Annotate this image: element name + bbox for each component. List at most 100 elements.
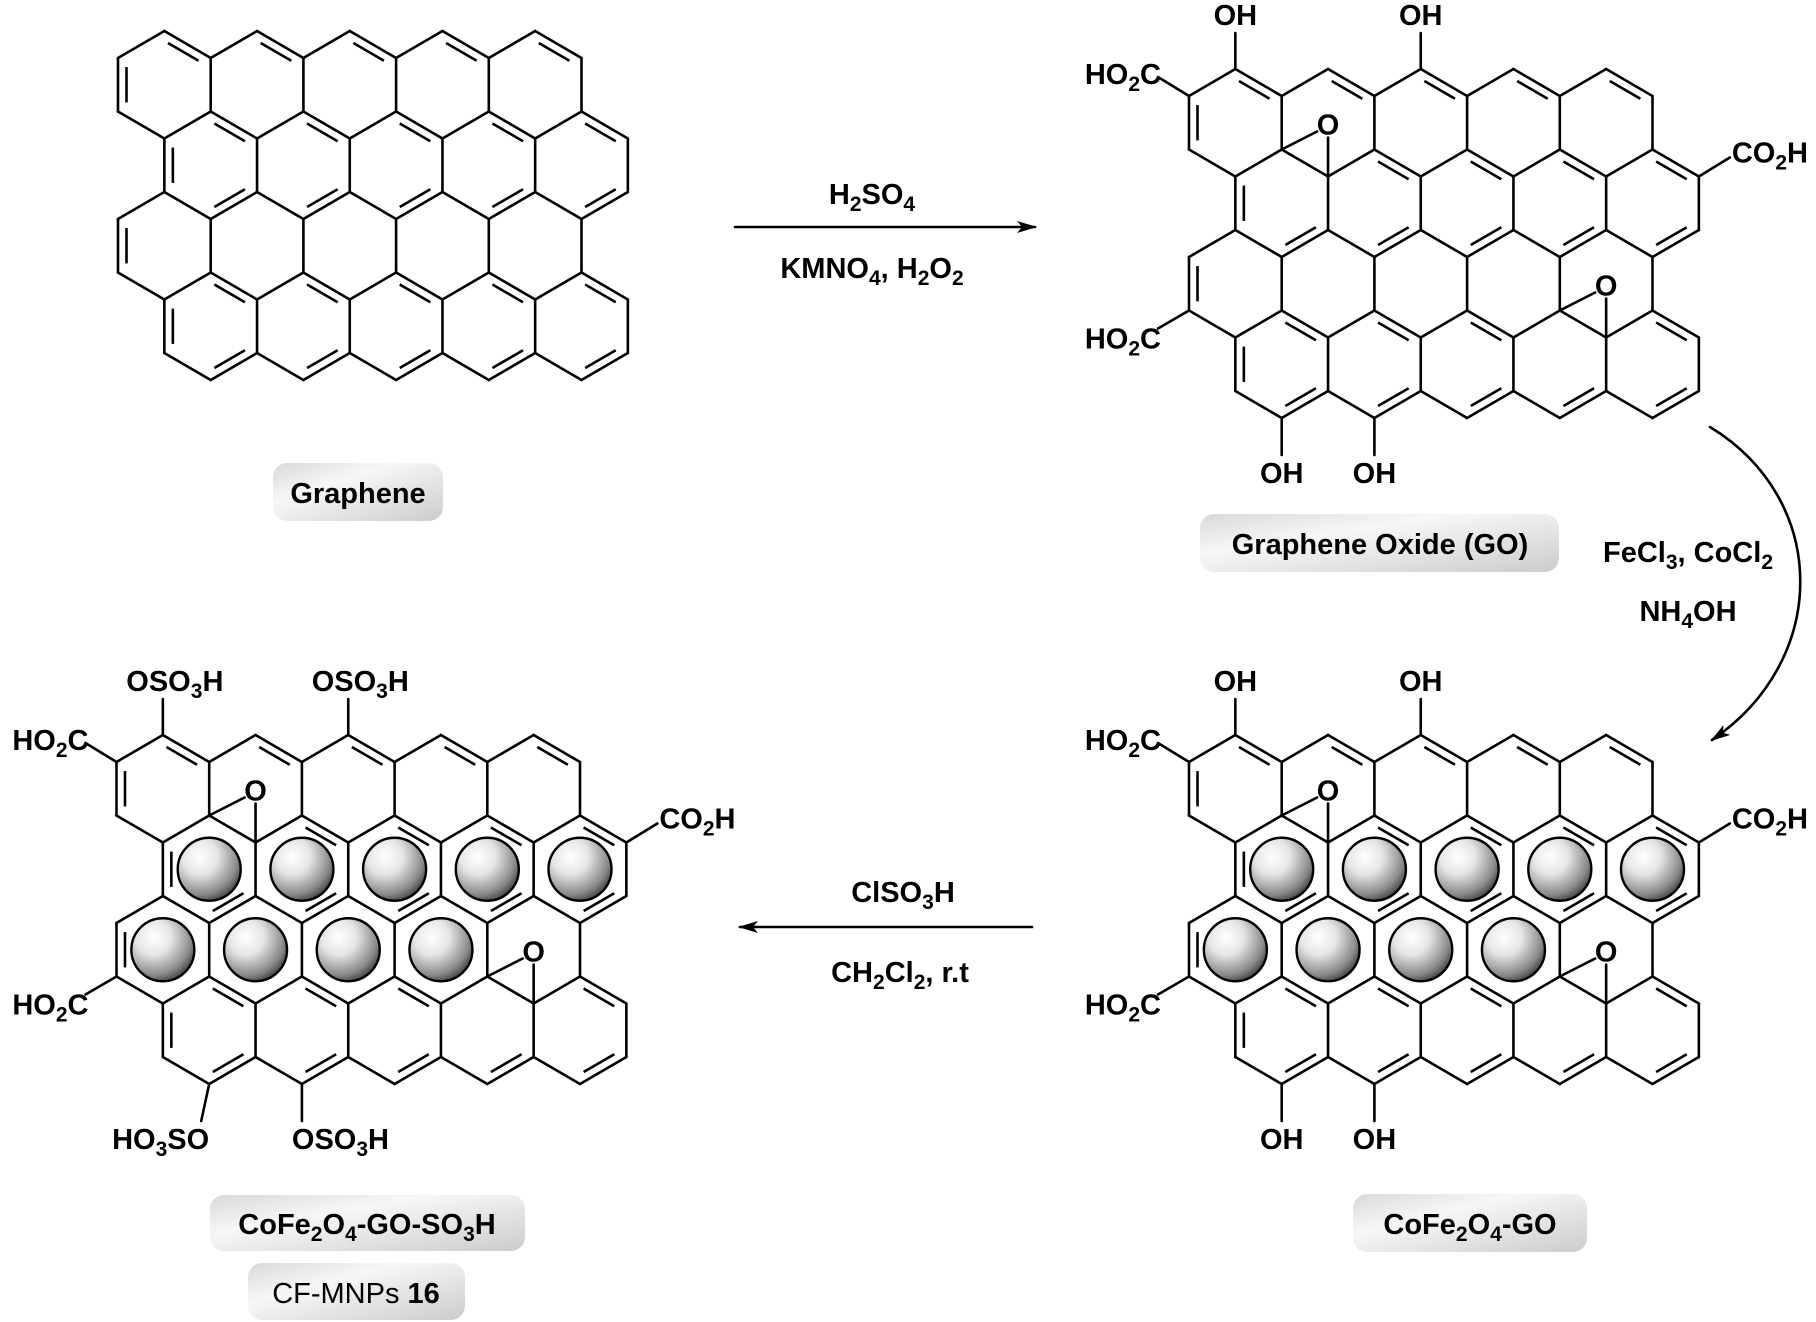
double-bond xyxy=(1238,745,1271,766)
substituent-bond xyxy=(1697,822,1732,844)
substituent-bond xyxy=(625,822,659,844)
bond xyxy=(1512,814,1562,844)
bond xyxy=(1234,67,1283,98)
bond xyxy=(163,29,212,60)
substituent-bond xyxy=(199,1082,211,1123)
double-bond xyxy=(306,122,339,143)
graphene-label-box xyxy=(273,463,443,521)
bond xyxy=(302,351,352,382)
bond xyxy=(346,814,396,844)
cofe2o4-go-so3h-structure: OOOSO3​HOSO3​HHO2​CHO2​CCO2​HHO3​SOOSO3​… xyxy=(12,666,735,1161)
double-bond xyxy=(399,283,431,304)
cofe2o4-nanoparticle xyxy=(222,917,289,983)
double-bond xyxy=(1284,226,1317,247)
bond xyxy=(1373,67,1423,98)
bond xyxy=(161,894,211,925)
cofe2o4-nanoparticle xyxy=(1248,836,1315,902)
double-bond xyxy=(1562,387,1595,408)
double-bond xyxy=(399,349,431,370)
double-bond xyxy=(1470,987,1502,1008)
bond xyxy=(348,351,398,382)
bond xyxy=(1280,309,1330,339)
double-bond xyxy=(397,892,430,913)
bond xyxy=(1234,814,1283,844)
cofe2o4-go-so3h-label-box xyxy=(210,1195,525,1251)
double-bond xyxy=(1377,321,1410,342)
bond xyxy=(1512,389,1562,420)
double-bond xyxy=(582,987,615,1008)
cofe2o4-nanoparticle xyxy=(1480,917,1547,983)
bond xyxy=(1651,228,1701,259)
bond xyxy=(532,975,582,1005)
double-bond xyxy=(260,41,292,62)
bond xyxy=(1326,67,1376,98)
bond xyxy=(255,110,305,140)
double-bond xyxy=(538,41,571,62)
double-bond xyxy=(490,826,523,847)
bond xyxy=(1187,814,1237,844)
bond xyxy=(1604,1055,1654,1086)
double-bond xyxy=(1655,321,1688,342)
bond xyxy=(346,733,396,764)
bond xyxy=(1373,1055,1423,1086)
substituent-bond xyxy=(485,957,524,978)
bond xyxy=(1373,309,1423,339)
bond xyxy=(1512,733,1562,764)
bond xyxy=(439,814,489,844)
bond xyxy=(161,1055,211,1086)
bond xyxy=(348,190,398,221)
bond xyxy=(1604,67,1654,98)
bond xyxy=(487,190,537,221)
bond xyxy=(302,190,352,221)
bond xyxy=(439,894,489,925)
bond xyxy=(487,271,537,301)
bond xyxy=(1234,228,1283,259)
step-1-reagent-above: H2​SO4​ xyxy=(829,179,916,216)
bond xyxy=(578,975,628,1005)
double-bond xyxy=(212,892,245,913)
double-bond xyxy=(213,349,246,370)
substituent-bond xyxy=(1697,156,1732,178)
bond xyxy=(255,190,305,221)
double-bond xyxy=(352,41,385,62)
bond xyxy=(207,814,257,844)
bond xyxy=(441,271,491,301)
bond xyxy=(533,110,583,140)
bond xyxy=(1280,228,1330,259)
bond xyxy=(209,110,259,140)
bond xyxy=(300,975,350,1005)
cofe2o4-nanoparticle xyxy=(1619,836,1686,902)
double-bond xyxy=(304,1053,337,1074)
reaction-arrow-step-2 xyxy=(1708,425,1802,742)
substituent-bond xyxy=(1558,291,1597,312)
double-bond xyxy=(582,892,615,913)
bond xyxy=(1604,228,1654,259)
double-bond xyxy=(1238,79,1271,100)
bond xyxy=(533,29,583,60)
double-bond xyxy=(304,987,337,1008)
bond xyxy=(1512,1055,1562,1086)
substituent-bond xyxy=(84,741,118,764)
bond xyxy=(254,975,304,1005)
bond xyxy=(393,814,443,844)
left-lower-carboxyl: HO2​C xyxy=(1085,324,1161,361)
double-bond xyxy=(1377,387,1410,408)
bond xyxy=(115,814,165,844)
bond xyxy=(1419,67,1469,98)
bond xyxy=(1326,228,1376,259)
step-2-reagent-line-1: FeCl3​, CoCl2​ xyxy=(1603,537,1773,574)
bond xyxy=(1512,67,1562,98)
substituent-bond xyxy=(84,975,118,996)
top-middle-group: OH xyxy=(1399,666,1443,698)
left-lower-carboxyl: HO2​C xyxy=(12,990,88,1027)
top-left-group: OSO3​H xyxy=(126,666,223,703)
bond xyxy=(580,110,630,140)
bond xyxy=(300,733,350,764)
bond xyxy=(485,894,535,925)
double-bond xyxy=(1655,387,1688,408)
bond xyxy=(1604,894,1654,925)
bond xyxy=(116,110,166,140)
bond xyxy=(1187,894,1237,925)
bond xyxy=(394,110,444,140)
cofe2o4-nanoparticle xyxy=(454,836,520,902)
